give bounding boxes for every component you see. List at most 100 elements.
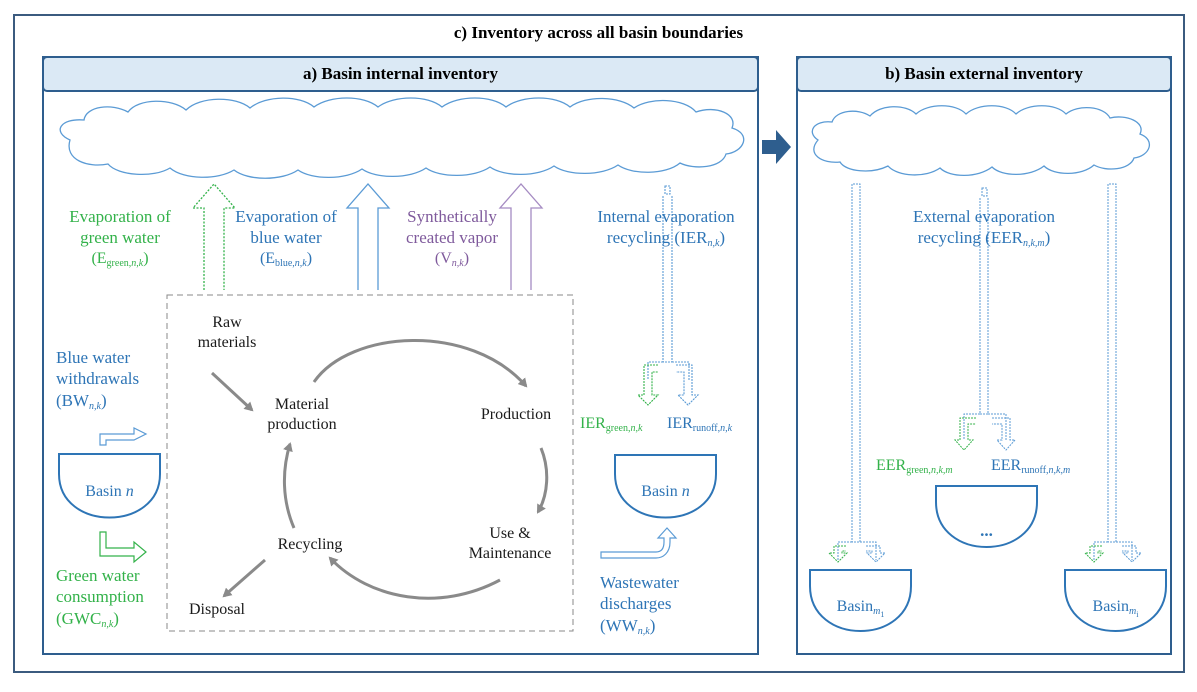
arrow-bw (99, 427, 148, 446)
vapor-sym: (V (434, 249, 452, 267)
basin-left-shape (58, 453, 161, 519)
cycle-arc-top (312, 339, 528, 388)
evap-blue-sym: (E (259, 249, 276, 267)
eer-left-runoff (865, 545, 887, 563)
ier-runoff-sub-it: n,k (720, 423, 733, 434)
cycle-arc-right (536, 447, 549, 514)
ww-symbol: (WWn,k) (600, 615, 679, 637)
basin-mi-sub2: i (1136, 610, 1139, 619)
gwc-close: ) (113, 608, 119, 628)
ww-sym: (WW (600, 615, 638, 635)
panel-a-header (42, 56, 759, 92)
gwc-line2: consumption (56, 587, 144, 607)
production-label: Production (480, 406, 552, 423)
eer-runoff-sub-it: n,k,m (1048, 465, 1071, 476)
panel-b-title: b) Basin external inventory (885, 64, 1083, 83)
arrow-eer-mid (963, 187, 1007, 440)
panel-a-title: a) Basin internal inventory (302, 64, 499, 83)
vapor-label: Synthetically created vapor (Vn,k) (393, 206, 511, 269)
basin-mi-text: Basin (1092, 598, 1129, 615)
evap-green-sub: green, (106, 257, 132, 269)
basin-right-label: Basin n (615, 482, 716, 502)
bw-close: ) (101, 390, 107, 410)
eer-left-green (827, 545, 849, 563)
evap-blue-close: ) (306, 249, 313, 267)
ier-line2: recycling (IERn,k) (578, 227, 754, 250)
arrow-evap-green (191, 183, 237, 290)
cloud-internal (59, 97, 745, 179)
vapor-line1: Synthetically (407, 207, 497, 226)
basin-mi-label: Basinmi (1065, 597, 1166, 619)
bw-line1: Blue water (56, 348, 131, 367)
eer-runoff-label: EERrunoff,n,k,m (991, 456, 1070, 476)
ier-line1: Internal evaporation (597, 207, 735, 226)
recycling-label: Recycling (277, 536, 343, 553)
arrow-ww (600, 527, 678, 559)
evap-green-sub-it: n,k (131, 257, 144, 269)
ier-runoff-text: IER (667, 415, 693, 432)
bw-symbol: (BWn,k) (56, 390, 139, 412)
gwc-label: Green water consumption (GWCn,k) (56, 565, 144, 629)
cycle-arc-left (282, 442, 296, 529)
gwc-symbol: (GWCn,k) (56, 608, 144, 630)
evap-green-line2: green water (80, 228, 160, 248)
ier-sub-it: n,k (707, 238, 720, 250)
evap-blue-line2: blue water (250, 228, 322, 248)
outer-title: c) Inventory across all basin boundaries (453, 23, 744, 42)
bw-label: Blue water withdrawals (BWn,k) (56, 347, 139, 411)
ier-green-sub: green, (605, 423, 631, 434)
ier-label: Internal evaporation recycling (IERn,k) (578, 206, 754, 249)
basin-m1-shape (809, 569, 912, 632)
ier-green-branch (636, 364, 660, 406)
evap-blue-sub-it: n,k (294, 257, 307, 269)
evap-green-line1: Evaporation of (69, 207, 171, 226)
eer-right-runoff (1121, 545, 1143, 563)
material-line2: production (267, 416, 337, 433)
gwc-sub-it: n,k (101, 618, 114, 630)
basin-m1-text: Basin (836, 598, 874, 615)
vapor-symbol: (Vn,k) (393, 249, 511, 269)
material-line1: Material (274, 396, 330, 413)
vapor-close: ) (463, 249, 470, 267)
basin-right-text: Basin (641, 483, 682, 500)
eer-green-text: EER (876, 457, 907, 474)
arrow-raw-to-material (210, 371, 254, 412)
use-line2: Maintenance (468, 545, 552, 562)
raw-line2: materials (197, 334, 257, 351)
evap-green-close: ) (143, 249, 149, 267)
cycle-arc-bottom (328, 556, 501, 600)
eer-green-sub: green, (906, 465, 931, 476)
basin-m1-label: Basinm1 (810, 597, 911, 619)
ier-runoff-sub: runoff, (692, 423, 721, 434)
eer-runoff-sub: runoff, (1021, 465, 1049, 476)
bw-sym: (BW (56, 390, 90, 410)
eer-line2-text: recycling (EER (917, 228, 1023, 248)
cloud-external (811, 105, 1150, 177)
eer-green-sub-it: n,k,m (930, 465, 953, 476)
evap-blue-line1: Evaporation of (235, 207, 337, 226)
eer-mid-runoff (992, 417, 1017, 451)
ier-runoff-label: IERrunoff,n,k (667, 414, 732, 434)
use-line1: Use & (489, 525, 531, 542)
arrow-vapor (498, 183, 544, 290)
vapor-sub-it: n,k (451, 257, 464, 269)
evap-green-sym: (E (91, 249, 107, 267)
ier-green-text: IER (580, 415, 606, 432)
disposal-label: Disposal (189, 601, 245, 618)
ier-green-label: IERgreen,n,k (580, 414, 642, 434)
raw-materials-label: Raw materials (192, 313, 262, 353)
basin-dots-shape (935, 485, 1038, 548)
basin-mi-sub-it: m (1128, 606, 1137, 617)
evap-blue-sub: blue, (275, 257, 295, 269)
arrow-ier (647, 185, 690, 380)
bw-line2: withdrawals (56, 369, 140, 389)
ww-sub-it: n,k (637, 625, 650, 637)
arrow-eer-left (837, 183, 877, 560)
basin-left-label: Basin n (59, 482, 160, 502)
raw-line1: Raw (212, 314, 242, 331)
eer-mid-green (953, 417, 976, 451)
ier-line2-text: recycling (IER (606, 228, 708, 248)
arrow-eer-right (1093, 183, 1133, 560)
